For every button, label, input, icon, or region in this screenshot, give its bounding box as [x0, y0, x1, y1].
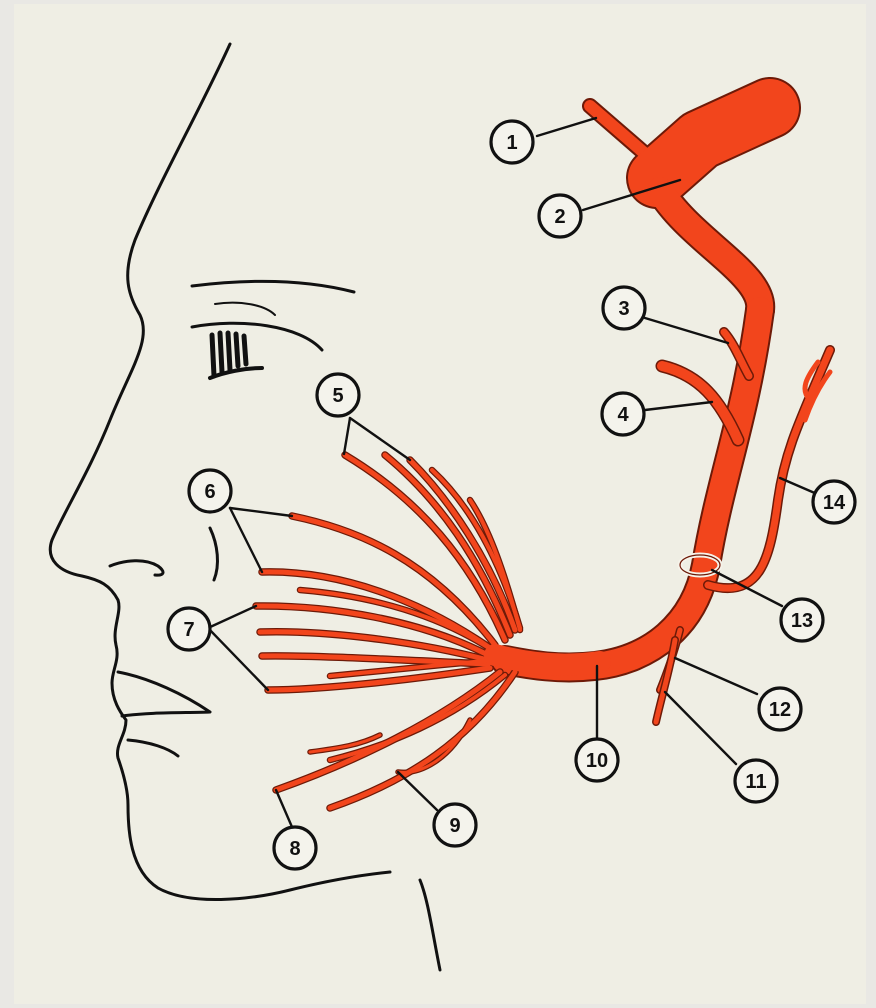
- leader-line-7a: [208, 606, 256, 628]
- label-10: 10: [576, 739, 618, 781]
- label-2: 2: [539, 195, 581, 237]
- face-outline: [50, 44, 440, 970]
- svg-text:7: 7: [183, 619, 194, 641]
- label-7: 7: [168, 608, 210, 650]
- svg-text:5: 5: [332, 385, 343, 407]
- svg-text:1: 1: [506, 132, 517, 154]
- leader-line-7b: [208, 628, 268, 690]
- leader-line-1: [537, 118, 596, 136]
- label-1: 1: [491, 121, 533, 163]
- svg-text:14: 14: [823, 492, 846, 514]
- nostril-line: [110, 561, 163, 575]
- descending-trunk: [505, 310, 760, 667]
- leader-line-5b: [350, 418, 410, 460]
- svg-text:4: 4: [617, 404, 629, 426]
- label-5: 5: [317, 374, 359, 416]
- label-8: 8: [274, 827, 316, 869]
- greater-petrosal-nerve: [590, 106, 650, 158]
- leader-line-3: [645, 318, 728, 343]
- zygomatic-branch-1-edge: [292, 516, 495, 645]
- label-4: 4: [602, 393, 644, 435]
- svg-text:13: 13: [791, 610, 813, 632]
- svg-text:6: 6: [204, 481, 215, 503]
- svg-text:12: 12: [769, 699, 791, 721]
- label-12: 12: [759, 688, 801, 730]
- label-9: 9: [434, 804, 476, 846]
- zygomatic-branch-1: [292, 516, 495, 645]
- leader-line-5a: [344, 418, 350, 454]
- label-13: 13: [781, 599, 823, 641]
- leader-line-8: [276, 790, 292, 827]
- svg-text:3: 3: [618, 298, 629, 320]
- nasolabial-fold: [210, 528, 217, 580]
- leader-line-11: [665, 692, 736, 764]
- upper-lip-line: [118, 672, 210, 716]
- leader-line-9: [398, 772, 437, 810]
- eye-crease: [215, 303, 275, 315]
- eyelashes: [210, 333, 262, 378]
- leader-line-4: [645, 402, 712, 410]
- label-14: 14: [813, 481, 855, 523]
- nerve-canal-segment: [660, 190, 760, 310]
- svg-text:11: 11: [745, 771, 766, 793]
- leader-line-6b: [230, 508, 262, 572]
- svg-text:8: 8: [289, 838, 300, 860]
- svg-text:10: 10: [586, 750, 608, 772]
- svg-text:9: 9: [449, 815, 460, 837]
- neck-line: [420, 880, 440, 970]
- label-6: 6: [189, 470, 231, 512]
- leader-line-14: [780, 478, 817, 494]
- label-3: 3: [603, 287, 645, 329]
- leader-line-6a: [230, 508, 292, 516]
- eyebrow-line: [192, 281, 354, 292]
- lower-lip-line: [128, 740, 178, 756]
- label-11: 11: [735, 760, 777, 802]
- leader-line-12: [675, 658, 757, 694]
- svg-text:2: 2: [554, 206, 565, 228]
